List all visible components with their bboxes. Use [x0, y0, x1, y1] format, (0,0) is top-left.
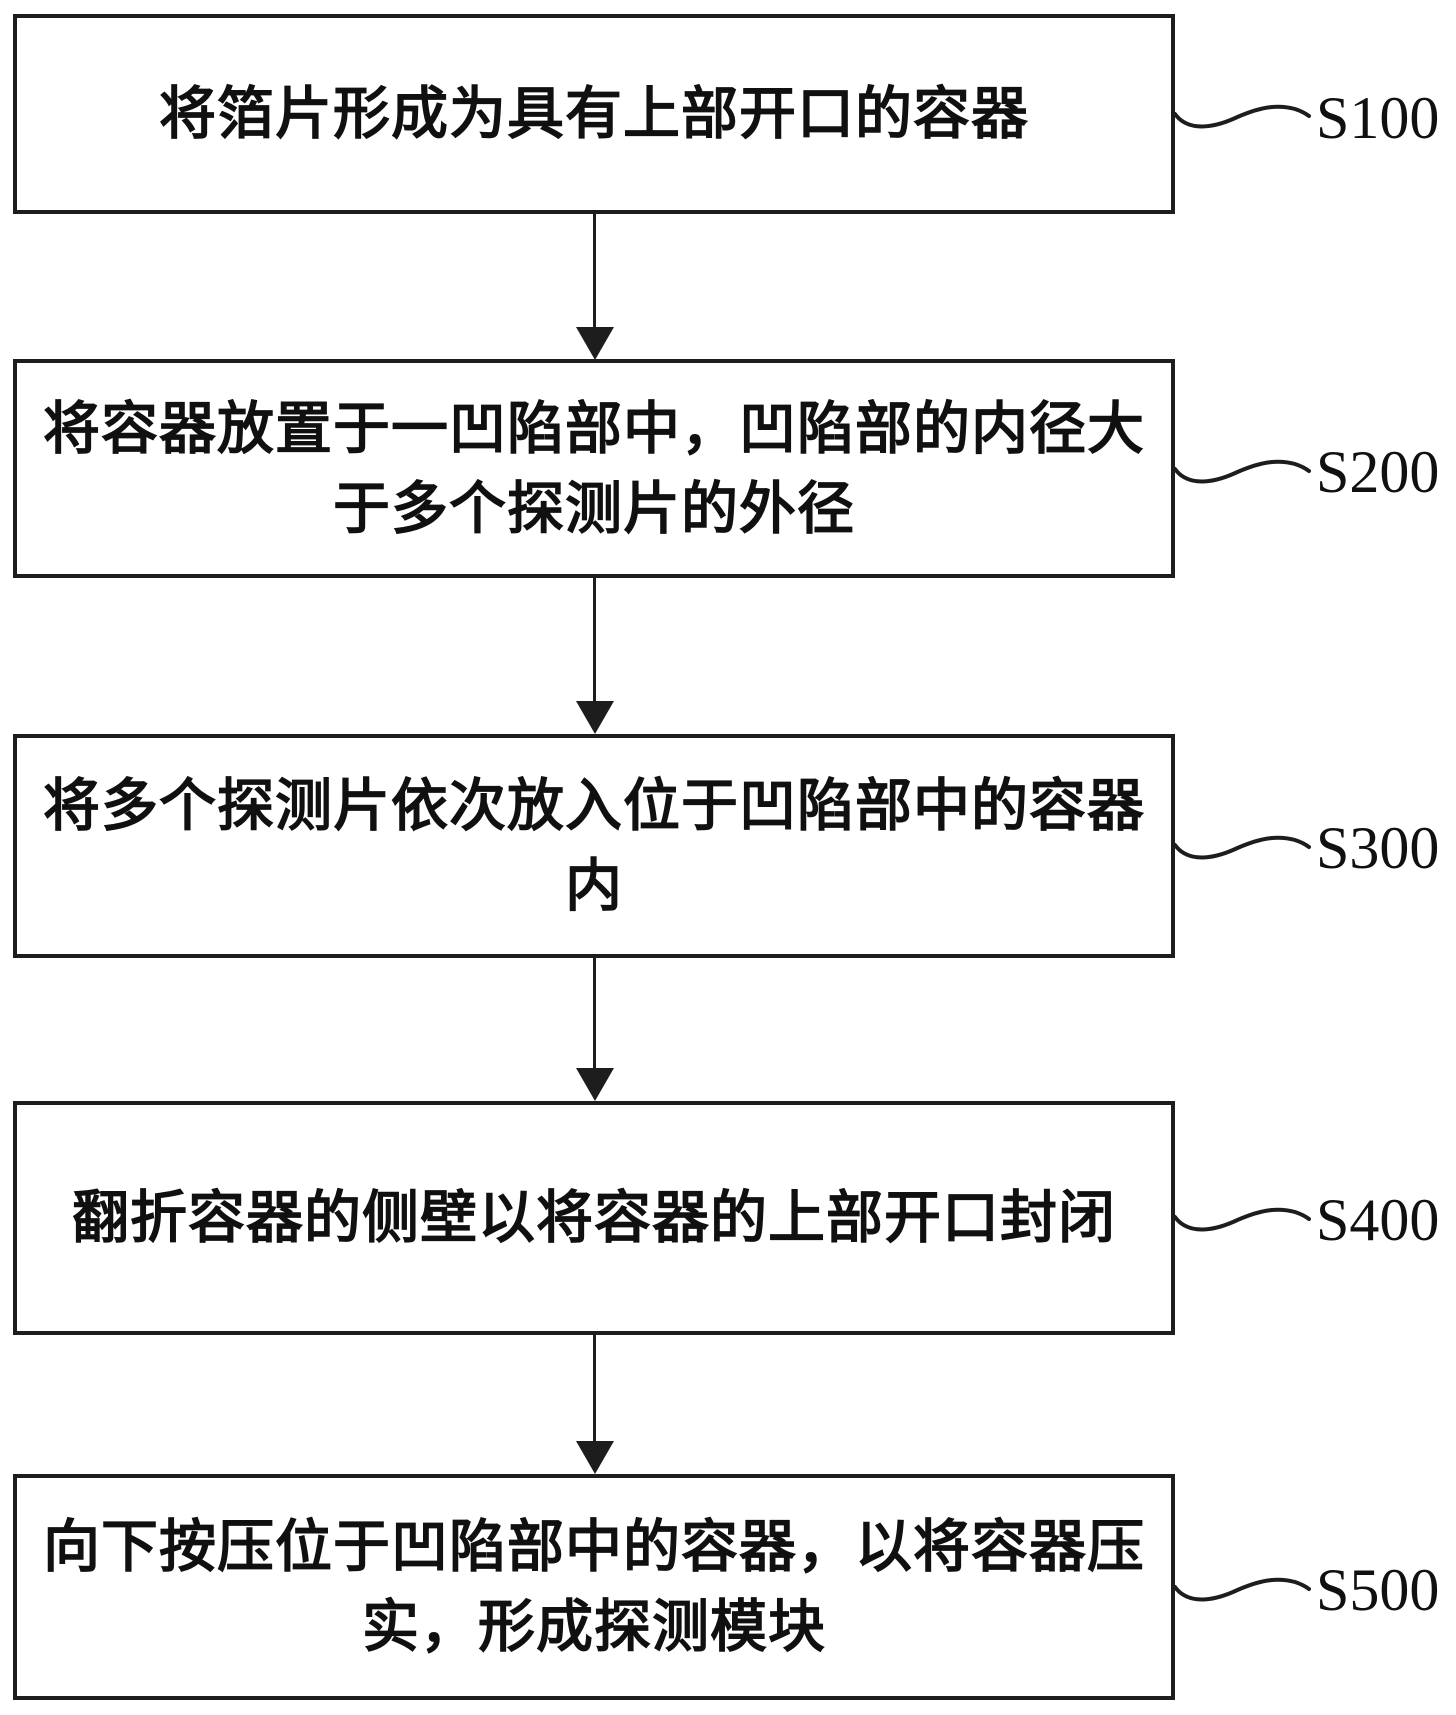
reference-squiggle-s100: [1173, 104, 1311, 129]
flow-arrow-line: [593, 214, 596, 330]
flow-arrow-line: [593, 1335, 596, 1444]
reference-squiggle-s400: [1173, 1207, 1311, 1232]
flow-arrow-line: [593, 958, 596, 1071]
step-label-s300: S300: [1316, 815, 1440, 881]
step-label-s100: S100: [1316, 85, 1440, 151]
step-text: 于多个探测片的外径: [333, 476, 855, 541]
flow-arrow-head-icon: [576, 701, 614, 734]
step-box-s500: 向下按压位于凹陷部中的容器，以将容器压 实，形成探测模块: [13, 1474, 1175, 1700]
step-text: 将多个探测片依次放入位于凹陷部中的容器: [43, 774, 1145, 838]
step-label-s200: S200: [1316, 439, 1440, 505]
step-text: 将容器放置于一凹陷部中，凹陷部的内径大: [43, 396, 1145, 461]
reference-squiggle-s200: [1173, 459, 1311, 484]
flow-arrow-head-icon: [576, 327, 614, 360]
reference-squiggle-s500: [1173, 1577, 1311, 1602]
flow-arrow-head-icon: [576, 1068, 614, 1101]
step-text: 向下按压位于凹陷部中的容器，以将容器压: [43, 1515, 1145, 1579]
step-text: 将箔片形成为具有上部开口的容器: [159, 82, 1029, 146]
step-box-s100: 将箔片形成为具有上部开口的容器: [13, 14, 1175, 214]
step-text: 实，形成探测模块: [362, 1595, 826, 1659]
step-text: 翻折容器的侧壁以将容器的上部开口封闭: [72, 1186, 1116, 1250]
flow-arrow-head-icon: [576, 1441, 614, 1474]
step-box-s300: 将多个探测片依次放入位于凹陷部中的容器 内: [13, 734, 1175, 958]
step-box-s400: 翻折容器的侧壁以将容器的上部开口封闭: [13, 1101, 1175, 1335]
reference-squiggle-s300: [1173, 835, 1311, 860]
step-text: 内: [565, 854, 623, 918]
step-box-s200: 将容器放置于一凹陷部中，凹陷部的内径大 于多个探测片的外径: [13, 359, 1175, 578]
step-label-s500: S500: [1316, 1557, 1440, 1623]
flow-arrow-line: [593, 578, 596, 704]
step-label-s400: S400: [1316, 1187, 1440, 1253]
